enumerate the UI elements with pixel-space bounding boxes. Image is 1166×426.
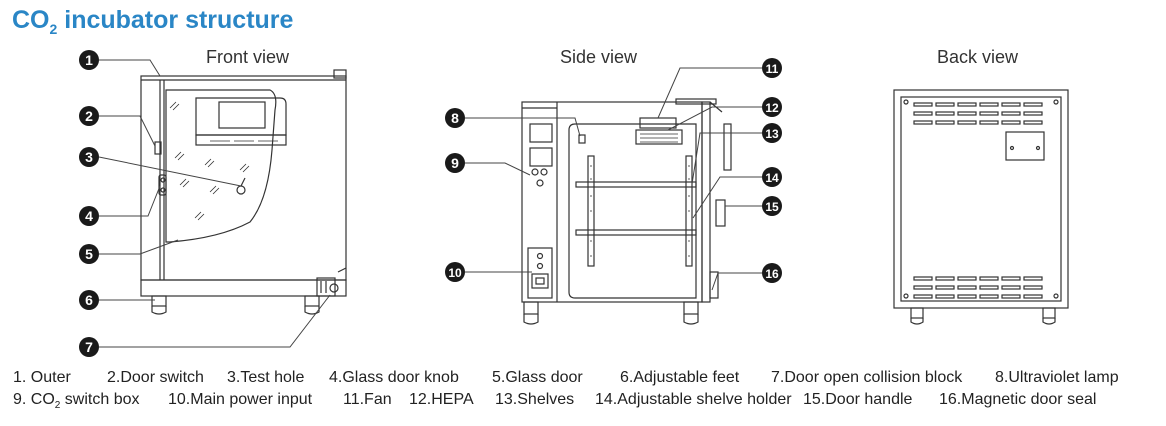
svg-text:2: 2 [85, 108, 93, 124]
marker-4: 4 [79, 206, 99, 226]
marker-1: 1 [79, 50, 99, 70]
incubator-diagram: 1 2 3 4 5 6 7 8 9 10 11 12 13 14 15 16 [79, 50, 1069, 357]
svg-text:10: 10 [448, 266, 462, 280]
side-shelf-upper [575, 181, 697, 188]
legend-item-4: 4.Glass door knob [329, 369, 459, 386]
legend-item-11: 11.Fan [343, 391, 392, 408]
svg-text:6: 6 [85, 292, 93, 308]
legend-item-9: 9. CO2 switch box [13, 391, 140, 412]
side-outer-body [521, 101, 703, 303]
legend-item-12: 12.HEPA [409, 391, 474, 408]
side-shelf-lower [575, 229, 697, 236]
back-view-drawing [893, 89, 1069, 325]
back-view-label: Back view [937, 47, 1019, 67]
marker-8: 8 [445, 108, 465, 128]
svg-text:7: 7 [85, 339, 93, 355]
number-markers: 1 2 3 4 5 6 7 8 9 10 11 12 13 14 15 16 [79, 50, 782, 357]
legend-item-3: 3.Test hole [227, 369, 305, 386]
legend-item-5: 5.Glass door [492, 369, 583, 386]
svg-text:8: 8 [451, 110, 459, 126]
svg-text:16: 16 [765, 267, 779, 281]
marker-5: 5 [79, 244, 99, 264]
front-glass-door [165, 89, 277, 243]
back-outer-body [893, 89, 1069, 309]
front-view-drawing [140, 69, 347, 315]
svg-text:5: 5 [85, 246, 93, 262]
svg-text:1: 1 [85, 52, 93, 68]
marker-9: 9 [445, 153, 465, 173]
legend-item-6: 6.Adjustable feet [620, 369, 740, 386]
marker-12: 12 [762, 97, 782, 117]
marker-14: 14 [762, 167, 782, 187]
svg-text:4: 4 [85, 208, 93, 224]
legend-row-1: 1. Outer 2.Door switch 3.Test hole 4.Glass … [13, 369, 1119, 387]
svg-text:9: 9 [451, 155, 459, 171]
marker-6: 6 [79, 290, 99, 310]
legend-item-2: 2.Door switch [107, 369, 204, 386]
svg-text:12: 12 [765, 101, 779, 115]
legend-item-15: 15.Door handle [803, 391, 913, 408]
marker-15: 15 [762, 196, 782, 216]
legend-item-7: 7.Door open collision block [771, 369, 963, 386]
svg-text:3: 3 [85, 149, 93, 165]
side-view-drawing [521, 98, 732, 325]
front-control-panel [195, 97, 287, 136]
marker-13: 13 [762, 123, 782, 143]
svg-text:11: 11 [766, 62, 779, 76]
marker-10: 10 [445, 262, 465, 282]
leader-lines [98, 59, 762, 348]
marker-7: 7 [79, 337, 99, 357]
legend-row-2: 9. CO2 switch box 10.Main power input 11.F… [13, 391, 1096, 411]
legend-item-8: 8.Ultraviolet lamp [995, 369, 1119, 386]
svg-text:14: 14 [765, 171, 779, 185]
svg-text:15: 15 [765, 200, 779, 214]
legend-item-10: 10.Main power input [168, 391, 313, 408]
legend-item-13: 13.Shelves [495, 391, 575, 408]
legend-item-14: 14.Adjustable shelve holder [595, 391, 792, 408]
diagram-title: CO2 incubator structure [12, 6, 294, 37]
marker-2: 2 [79, 106, 99, 126]
marker-11: 11 [762, 58, 782, 78]
marker-16: 16 [762, 263, 782, 283]
marker-3: 3 [79, 147, 99, 167]
legend-item-1: 1. Outer [13, 369, 71, 386]
svg-text:13: 13 [765, 127, 779, 141]
side-view-label: Side view [560, 47, 638, 67]
legend-item-16: 16.Magnetic door seal [939, 391, 1097, 408]
front-view-label: Front view [206, 47, 290, 67]
